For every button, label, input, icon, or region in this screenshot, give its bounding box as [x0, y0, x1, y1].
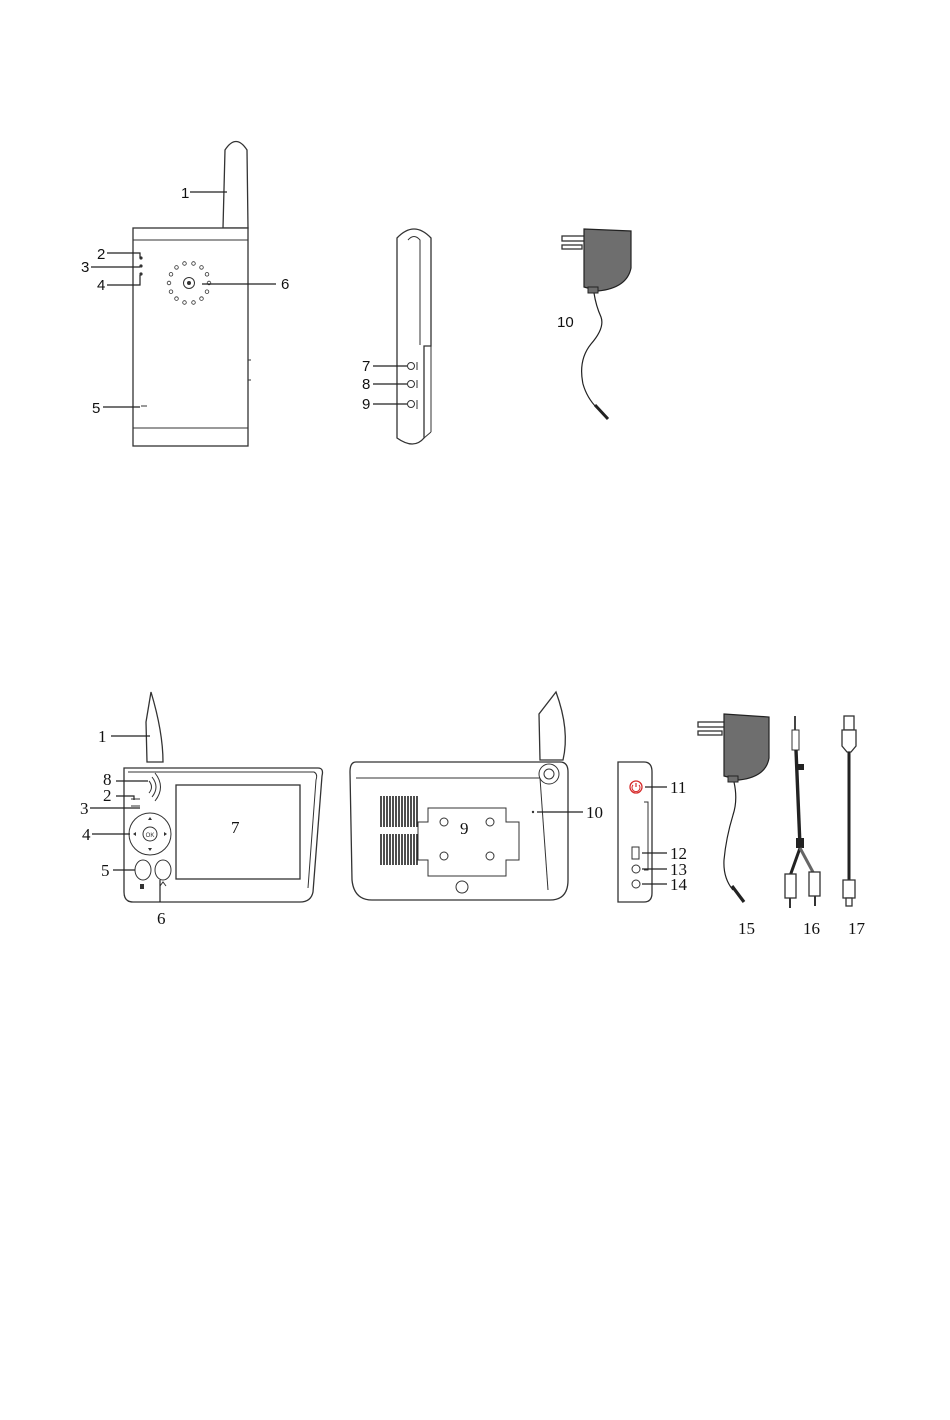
- callout-mon-14: 14: [670, 875, 688, 894]
- callout-cam-7: 7: [362, 358, 370, 375]
- camera-body: [133, 228, 248, 446]
- callout-mon-6: 6: [157, 909, 166, 928]
- callout-mon-9: 9: [460, 819, 469, 838]
- callout-mon-2: 2: [103, 786, 112, 805]
- callout-cam-4: 4: [97, 277, 105, 294]
- camera-front-view: [133, 142, 251, 447]
- callout-mon-10: 10: [586, 803, 603, 822]
- navigation-pad: OK: [129, 813, 171, 855]
- callout-mon-7: 7: [231, 818, 240, 837]
- callout-mon-15: 15: [738, 919, 755, 938]
- monitor-power-adapter: [698, 714, 769, 902]
- monitor-back-view: [350, 692, 583, 900]
- callout-cam-1: 1: [181, 185, 189, 202]
- usb-cable: [842, 716, 856, 906]
- ok-button-label: OK: [146, 833, 155, 839]
- monitor-antenna: [146, 692, 163, 762]
- callout-cam-2: 2: [97, 246, 105, 263]
- callout-mon-3: 3: [80, 799, 89, 818]
- av-cable: [785, 716, 820, 908]
- callout-cam-9: 9: [362, 396, 370, 413]
- monitor-front-view: OK: [124, 692, 323, 902]
- callout-cam-3: 3: [81, 259, 89, 276]
- callout-cam-8: 8: [362, 376, 370, 393]
- monitor-back-body: [350, 762, 568, 900]
- camera-side-view: [373, 229, 431, 444]
- callout-cam-10: 10: [557, 314, 574, 331]
- monitor-side-view: [618, 762, 667, 902]
- callout-mon-17: 17: [848, 919, 866, 938]
- callout-mon-16: 16: [803, 919, 820, 938]
- callout-mon-1: 1: [98, 727, 107, 746]
- callout-cam-6: 6: [281, 276, 289, 293]
- callout-cam-5: 5: [92, 400, 100, 417]
- callout-mon-5: 5: [101, 861, 110, 880]
- callout-mon-11: 11: [670, 778, 686, 797]
- antenna: [223, 142, 248, 229]
- callout-mon-4: 4: [82, 825, 91, 844]
